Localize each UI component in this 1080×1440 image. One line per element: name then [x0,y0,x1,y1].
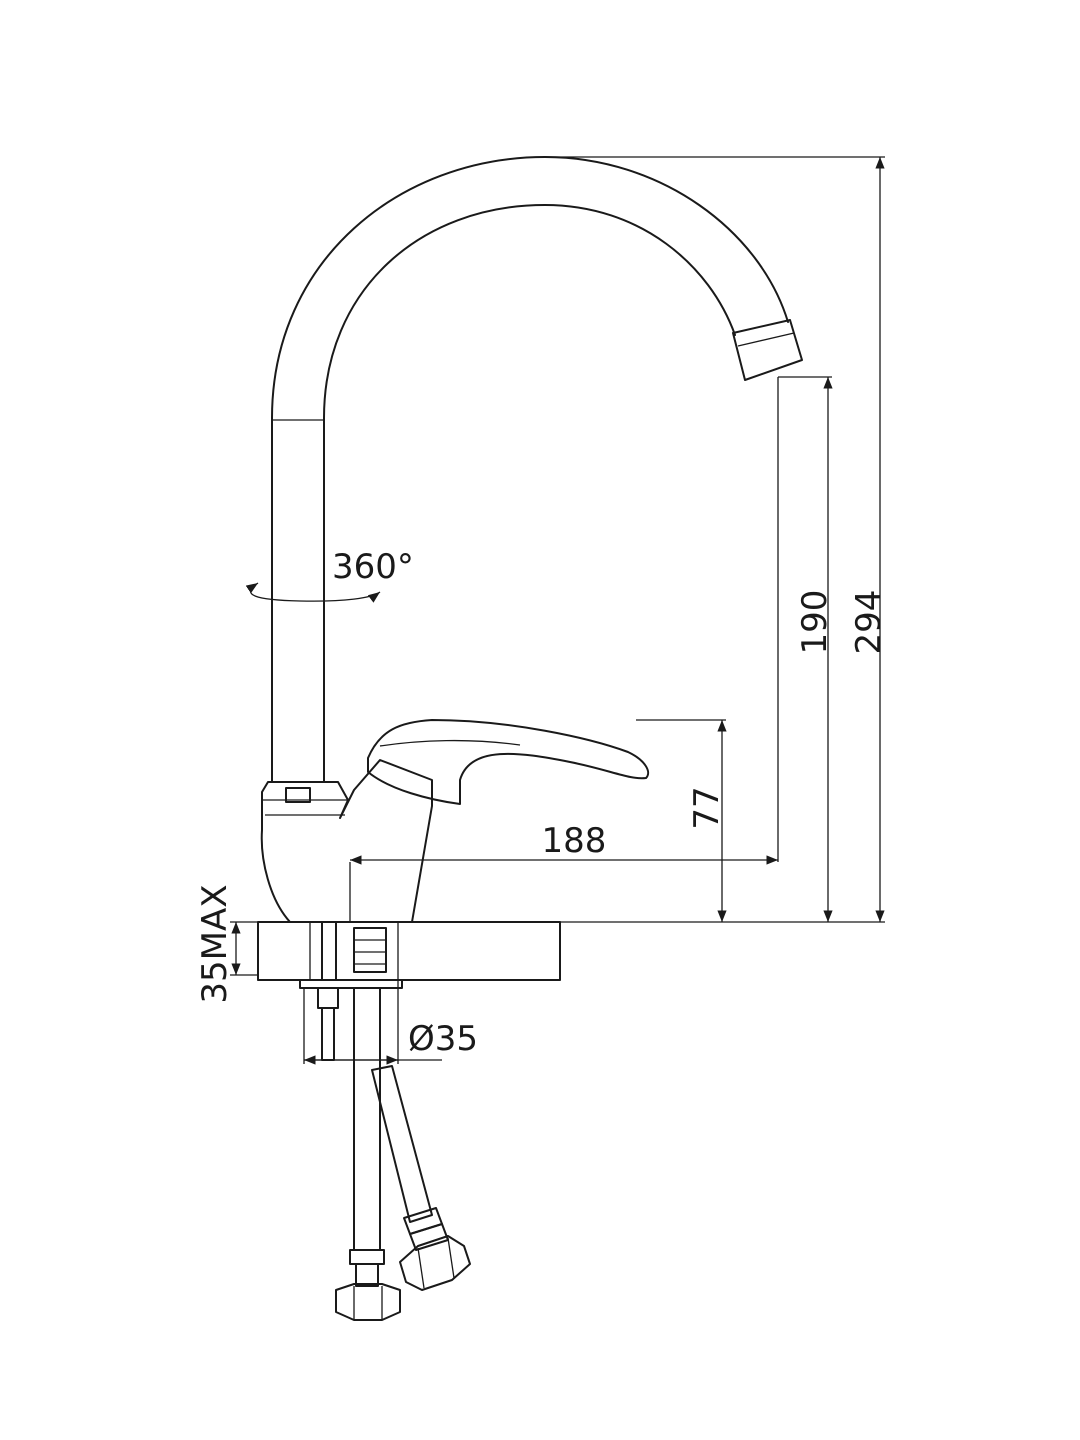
rotation-label: 360° [332,547,414,587]
dim-reach: 188 [542,821,607,861]
countertop-section [257,921,561,981]
dim-spout-height: 190 [795,590,835,655]
hose-left [335,987,401,1321]
lever-handle [367,719,650,805]
rotation-indicator: 360° [245,547,414,603]
dim-deck-thickness: 35MAX [195,884,235,1003]
mounting-hardware [299,921,403,1061]
dim-handle-height: 77 [687,786,727,829]
hose-right [371,1065,471,1291]
dim-diameter: Ø35 [408,1019,478,1059]
spout [271,156,803,783]
dimensions: 294 190 77 188 35MAX Ø35 [195,156,889,1065]
dim-total-height: 294 [849,590,889,655]
faucet-body [260,759,433,923]
